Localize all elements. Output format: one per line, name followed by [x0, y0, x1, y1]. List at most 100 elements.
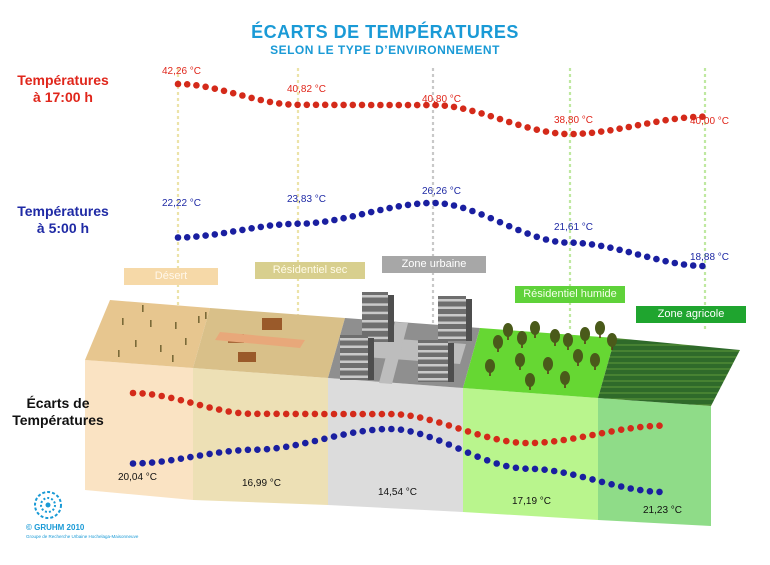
point-ecart-17h: [225, 408, 232, 415]
point-ecart-5h: [445, 441, 453, 448]
point-ecart-5h: [436, 437, 443, 444]
point-17h: [285, 101, 292, 108]
point-ecart-17h: [416, 414, 424, 421]
tree-icon: [607, 333, 617, 350]
point-5h: [671, 259, 679, 267]
point-5h: [257, 223, 265, 231]
point-5h: [689, 262, 697, 269]
point-5h: [653, 255, 660, 263]
point-17h: [542, 128, 550, 135]
copyright: © GRUHM 2010: [26, 523, 85, 532]
tree-icon: [530, 321, 540, 338]
point-5h: [680, 261, 688, 268]
point-5h: [303, 220, 311, 227]
value-5h-agricole: 18,88 °C: [690, 252, 730, 263]
point-5h: [220, 229, 228, 237]
cactus-icon: [142, 305, 144, 312]
building-icon: [362, 292, 394, 342]
point-17h: [211, 85, 219, 92]
resid-humide-front: [463, 388, 598, 520]
label-ecarts-line1: Écarts de: [26, 395, 90, 411]
point-17h: [579, 130, 587, 137]
point-ecart-5h: [589, 476, 596, 483]
point-17h: [607, 127, 614, 134]
point-5h: [423, 199, 430, 207]
point-ecart-5h: [321, 435, 328, 443]
label-17h-line1: Températures: [17, 72, 109, 88]
cactus-icon: [185, 338, 187, 345]
point-5h: [377, 206, 384, 214]
agricole-top: [598, 338, 740, 406]
point-ecart-17h: [617, 426, 625, 434]
value-5h-urbaine: 26,26 °C: [422, 186, 462, 197]
point-ecart-17h: [464, 428, 472, 435]
label-5h: Températures à 5:00 h: [8, 203, 118, 237]
point-ecart-5h: [646, 488, 654, 495]
point-5h: [643, 253, 651, 261]
point-5h: [367, 208, 375, 216]
tree-icon: [485, 359, 495, 376]
zone-label-agricole: Zone agricole: [657, 308, 725, 320]
desert-top: [85, 300, 210, 368]
point-17h: [423, 101, 430, 109]
point-ecart-17h: [129, 389, 137, 397]
point-17h: [321, 101, 329, 109]
point-17h: [220, 87, 228, 95]
value-5h-resid-humide: 21,61 °C: [554, 222, 594, 233]
point-ecart-5h: [244, 446, 252, 454]
label-box-desert: [124, 268, 218, 285]
point-5h: [597, 242, 605, 250]
point-17h: [303, 101, 311, 109]
point-17h: [625, 123, 633, 131]
point-ecart-17h: [512, 439, 520, 446]
point-ecart-5h: [215, 449, 223, 456]
point-ecart-5h: [541, 466, 548, 474]
point-ecart-17h: [369, 410, 376, 418]
point-5h: [432, 199, 439, 207]
point-5h: [211, 231, 219, 238]
point-17h: [689, 113, 697, 121]
cactus-icon: [205, 312, 207, 319]
point-ecart-5h: [302, 439, 309, 447]
zone-label-urbaine: Zone urbaine: [401, 258, 467, 270]
point-5h: [616, 246, 623, 254]
point-5h: [266, 222, 274, 229]
point-17h: [496, 115, 504, 123]
point-ecart-17h: [292, 410, 300, 418]
tree-icon: [590, 353, 600, 370]
label-box-agricole: [636, 306, 746, 323]
copyright-subtitle: Groupe de Recherche Urbaine Hochelaga-Ma…: [26, 534, 139, 539]
point-ecart-5h: [168, 456, 175, 464]
point-17h: [515, 121, 522, 129]
point-17h: [239, 92, 246, 99]
point-ecart-17h: [656, 422, 663, 430]
zone-label-resid-sec: Résidentiel sec: [272, 264, 348, 276]
point-5h: [312, 219, 320, 226]
point-5h: [294, 220, 301, 227]
value-17h-urbaine: 40,80 °C: [422, 94, 462, 105]
point-5h: [321, 218, 329, 225]
point-5h: [515, 226, 522, 234]
label-5h-line2: à 5:00 h: [36, 220, 90, 236]
point-ecart-17h: [483, 433, 491, 441]
point-ecart-17h: [321, 410, 328, 418]
point-ecart-5h: [464, 449, 472, 457]
point-17h: [671, 115, 679, 123]
point-ecart-17h: [330, 410, 338, 418]
point-17h: [229, 89, 237, 97]
point-17h: [413, 101, 421, 109]
point-5h: [248, 225, 255, 232]
point-ecart-5h: [359, 427, 367, 435]
point-5h: [331, 216, 338, 224]
value-17h-resid-sec: 40,82 °C: [287, 84, 327, 95]
point-ecart-5h: [617, 483, 625, 490]
cactus-icon: [172, 355, 174, 362]
point-ecart-5h: [503, 462, 510, 470]
point-ecart-5h: [656, 488, 663, 496]
point-17h: [469, 107, 476, 115]
point-ecart-17h: [579, 433, 587, 441]
point-5h: [524, 230, 531, 237]
ecart-resid-sec: 16,99 °C: [242, 478, 282, 489]
point-5h: [607, 244, 614, 251]
